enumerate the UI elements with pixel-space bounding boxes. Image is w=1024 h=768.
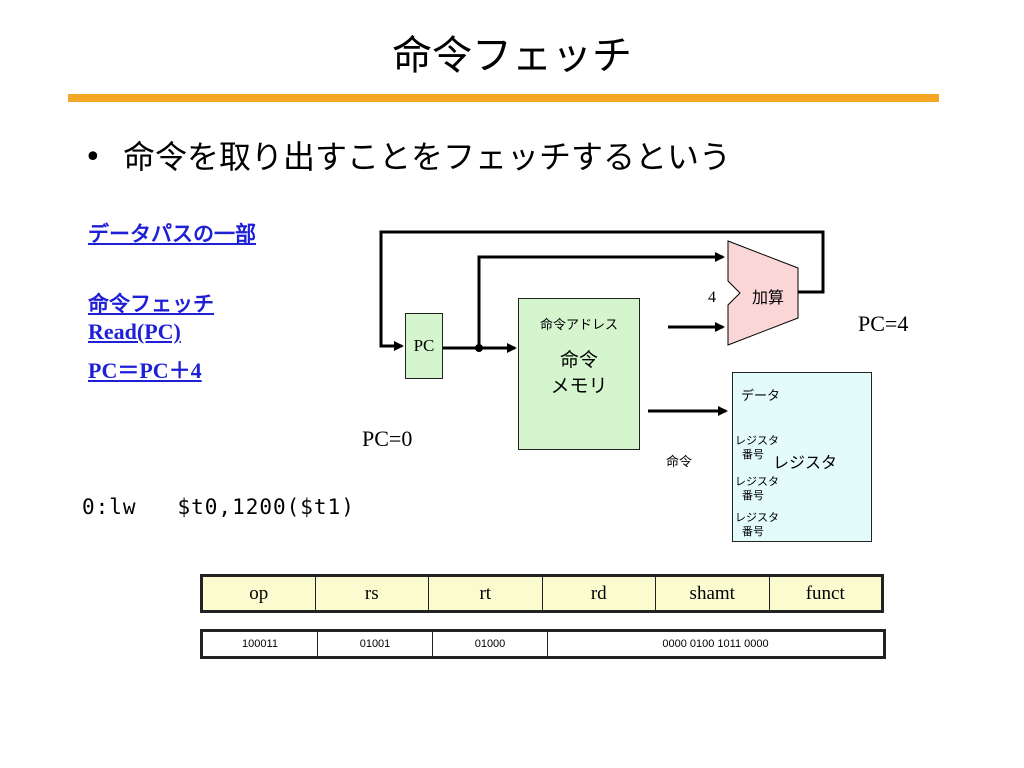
- format-field-shamt: shamt: [655, 575, 770, 612]
- adder-const-label: 4: [708, 289, 716, 306]
- bits-rs: 01001: [317, 630, 433, 658]
- bits-rt: 01000: [432, 630, 548, 658]
- datapath-link[interactable]: データパスの一部: [88, 222, 256, 246]
- adder-shape: [727, 240, 799, 346]
- register-file: データ レジスタ 番号 レジスタ レジスタ 番号 レジスタ 番号: [732, 372, 872, 542]
- bullet-marker: •: [84, 140, 102, 175]
- imem-title: 命令 メモリ: [519, 347, 639, 399]
- adder-feedback-wire: [379, 230, 825, 351]
- instruction-memory: 命令アドレス 命令 メモリ: [518, 298, 640, 450]
- imem-address-label: 命令アドレス: [539, 318, 618, 333]
- read-pc-link[interactable]: Read(PC): [88, 319, 181, 344]
- reg-num3-label-a: レジスタ: [735, 511, 779, 524]
- format-field-op: op: [201, 575, 316, 612]
- bullet-text: 命令を取り出すことをフェッチするという: [123, 138, 732, 176]
- reg-num1-label-a: レジスタ: [735, 434, 779, 447]
- pc-to-adder-wire: [477, 252, 725, 348]
- reg-data-label: データ: [741, 389, 781, 404]
- bits-immediate: 0000 0100 1011 0000: [547, 630, 885, 658]
- page-title: 命令フェッチ: [392, 33, 632, 79]
- pc-update-link[interactable]: PC＝PC＋4: [88, 358, 202, 383]
- format-field-funct: funct: [768, 575, 883, 612]
- format-header-table: op rs rt rd shamt funct: [200, 574, 884, 613]
- pc-before-label: PC=0: [362, 426, 413, 451]
- adder-label: 加算: [752, 288, 785, 307]
- reg-num2-label-a: レジスタ: [735, 475, 779, 488]
- format-field-rt: rt: [428, 575, 543, 612]
- reg-num2-label-b: 番号: [742, 489, 764, 502]
- reg-num3-label-b: 番号: [742, 525, 764, 538]
- pc-register-label: PC: [413, 336, 435, 355]
- format-field-rd: rd: [541, 575, 656, 612]
- title-underline: [68, 94, 939, 102]
- pc-after-label: PC=4: [858, 311, 909, 336]
- instruction-code: 0:lw $t0,1200($t1): [82, 495, 355, 519]
- imem-title-line1: 命令: [559, 349, 598, 371]
- fetch-link[interactable]: 命令フェッチ: [88, 292, 214, 316]
- reg-num1-label-b: 番号: [742, 448, 764, 461]
- instruction-label: 命令: [666, 455, 693, 470]
- bits-op: 100011: [201, 630, 318, 658]
- pc-register: PC: [405, 313, 443, 379]
- format-bits-table: 100011 01001 01000 0000 0100 1011 0000: [200, 629, 886, 659]
- imem-title-line2: メモリ: [550, 375, 608, 397]
- format-field-rs: rs: [314, 575, 429, 612]
- register-title: レジスタ: [773, 453, 838, 472]
